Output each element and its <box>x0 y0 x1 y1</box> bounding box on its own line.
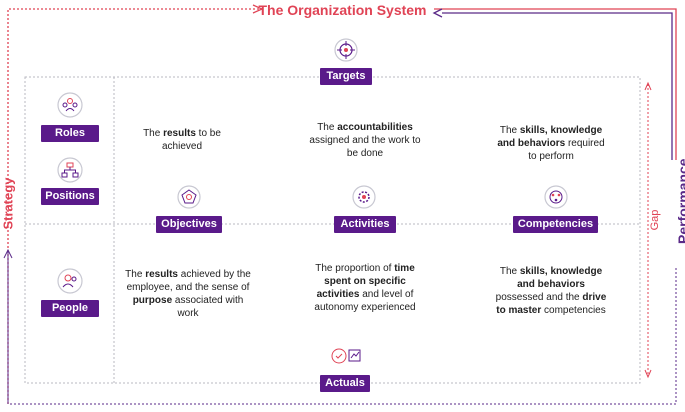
people-tag: People <box>41 300 99 317</box>
strategy-label: Strategy <box>0 177 16 230</box>
positions-icon <box>57 157 83 183</box>
actuals-icon <box>331 348 361 364</box>
targets-objectives-text: The results to be achieved <box>143 128 221 152</box>
actuals-objectives-text: The results achieved by the employee, an… <box>125 269 251 319</box>
activities-tag: Activities <box>334 216 396 233</box>
targets-tag: Targets <box>320 68 372 85</box>
roles-icon <box>57 92 83 118</box>
performance-label: Performance <box>675 158 685 244</box>
objectives-tag: Objectives <box>156 216 222 233</box>
competencies-tag: Competencies <box>513 216 598 233</box>
people-icon <box>57 268 83 294</box>
roles-tag: Roles <box>41 125 99 142</box>
actuals-activities-text: The proportion of time spent on specific… <box>314 263 416 313</box>
targets-activities-text: The accountabilities assigned and the wo… <box>309 122 421 159</box>
objectives-icon <box>177 185 201 209</box>
competencies-icon <box>544 185 568 209</box>
activities-icon <box>352 185 376 209</box>
positions-tag: Positions <box>41 188 99 205</box>
targets-competencies-text: The skills, knowledge and behaviors requ… <box>497 125 605 162</box>
actuals-tag: Actuals <box>320 375 370 392</box>
actuals-competencies-text: The skills, knowledge and behaviors poss… <box>495 266 607 316</box>
gap-label: Gap <box>649 209 661 231</box>
target-icon <box>334 38 358 62</box>
diagram-title: The Organization System <box>258 2 427 18</box>
